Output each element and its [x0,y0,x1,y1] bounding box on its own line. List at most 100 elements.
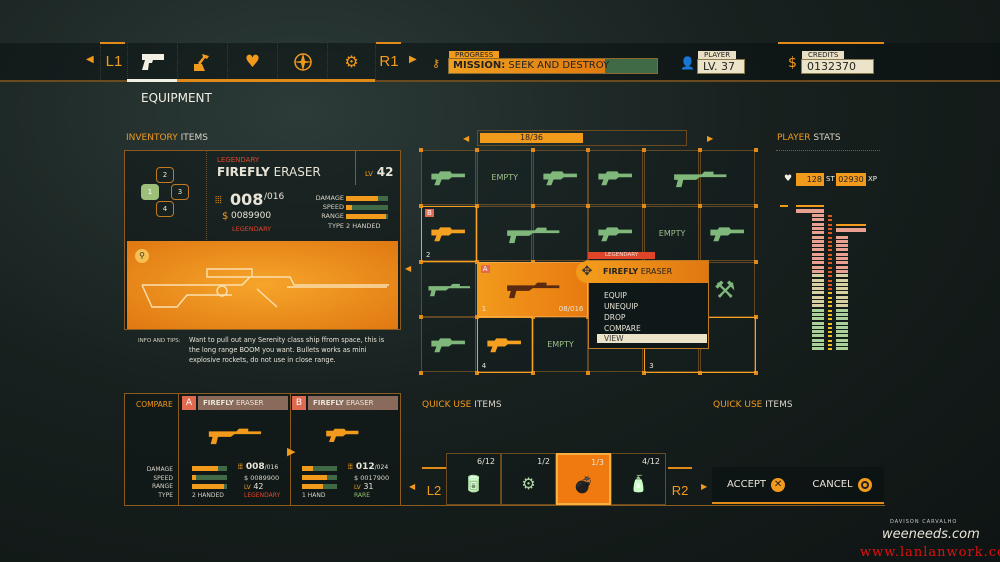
mission-text: MISSION: SEEK AND DESTROY [453,60,609,71]
quick-prev-icon[interactable]: ◀ [409,482,416,491]
item-rarity-2: LEGENDARY [232,225,272,233]
meter-bar [836,228,866,232]
grid-corner [753,148,758,152]
tab-crafting[interactable] [177,43,227,80]
meter-bar [812,317,824,321]
meter-indicator [828,223,832,226]
nav-left-arrow-icon[interactable]: ◀ [86,54,94,65]
quick-slot[interactable]: 4/12🧴 [611,453,666,505]
grid-cell[interactable] [476,150,532,205]
meter-bar [836,287,848,291]
meter-bar [812,325,824,329]
tab-underline [127,79,375,82]
quick-slot[interactable]: 1/2⚙ [501,453,556,505]
menu-item-view[interactable]: VIEW [597,334,707,343]
l1-accent [100,42,125,44]
compare-level: LV 42 [244,482,264,491]
quick-slot[interactable]: 1/3💣 [556,453,611,505]
carbine-icon [428,284,471,297]
zoom-icon[interactable]: ⚲ [135,249,149,263]
top-bar-divider [0,80,1000,82]
nav-right-arrow-icon[interactable]: ▶ [409,54,417,65]
meter-bar [836,300,848,303]
meter-bar [836,274,848,278]
compare-stat-bar [192,466,227,471]
slot-2[interactable]: 2 [156,167,174,183]
grid-cell[interactable] [588,205,644,261]
grid-cell[interactable] [532,205,588,261]
r2-button[interactable]: R2 [668,467,692,505]
menu-item-equip[interactable]: EQUIP [604,291,627,300]
slot-4[interactable]: 4 [156,201,174,217]
divider [355,150,356,185]
grid-corner [530,148,535,152]
quick-use-title-b: ITEMS [474,400,502,410]
compare-name-b: ERASER [236,399,264,407]
grid-next-page-icon[interactable]: ▶ [707,134,714,143]
grid-empty-slot[interactable]: EMPTY [658,228,686,238]
grid-item[interactable] [588,206,644,262]
grid-cell[interactable] [700,317,755,373]
grid-item[interactable] [644,150,756,206]
stat-bar [346,196,388,201]
grid-item[interactable] [421,150,477,206]
r1-button[interactable]: R1 [375,43,402,80]
grid-item[interactable] [588,150,644,206]
grid-cell[interactable] [700,261,755,317]
grid-corner [474,371,479,376]
tab-settings[interactable]: ⚙ [327,43,375,80]
meter-bar [812,330,824,334]
player-label: PLAYER [698,51,737,59]
type-value: 2 HANDED [346,222,381,230]
l2-button[interactable]: L2 [422,467,446,505]
tab-map[interactable] [277,43,327,80]
compare-type: 1 HAND [302,492,326,499]
compare-level: LV 31 [354,482,374,491]
meter-indicator [828,344,832,346]
grid-prev-page-icon[interactable]: ◀ [463,134,470,143]
grid-item[interactable] [477,206,589,262]
cross-button-icon: ✕ [771,477,786,492]
slot-3[interactable]: 3 [171,184,189,200]
grid-item[interactable]: 4 [476,317,533,374]
cancel-button[interactable]: CANCEL [800,467,884,504]
grid-item[interactable] [421,317,477,373]
grid-empty-slot[interactable]: EMPTY [547,340,574,350]
quick-slot[interactable]: 6/12🥫 [446,453,501,505]
hammer-item-icon[interactable]: ⚒ [714,275,736,304]
grid-left-icon[interactable]: ◀ [405,264,412,273]
compare-badge: B [292,396,306,410]
tab-health[interactable]: ♥ [227,43,277,80]
credits-accent [778,42,884,44]
lv-label: LV [244,484,251,491]
meter-bar [836,265,848,269]
grid-item[interactable] [700,206,756,262]
tab-weapons[interactable] [127,43,177,80]
quick-next-icon[interactable]: ▶ [701,482,708,491]
meter-bar [812,226,824,230]
grid-cell[interactable] [644,205,700,261]
grid-cell[interactable] [700,150,755,205]
menu-item-drop[interactable]: DROP [604,313,626,322]
compare-label: DAMAGE [146,466,173,473]
menu-item-compare[interactable]: COMPARE [604,324,641,333]
grid-item[interactable] [421,262,477,318]
menu-item-unequip[interactable]: UNEQUIP [604,302,638,311]
grid-corner [698,203,702,208]
xp-value: 02930 [836,173,866,186]
accept-button[interactable]: ACCEPT ✕ [712,467,800,504]
meter-bar [812,287,824,291]
l1-button[interactable]: L1 [100,43,127,80]
compare-label: RANGE [152,483,173,490]
slot-1[interactable]: 1 [141,184,159,200]
grid-item[interactable] [533,150,589,206]
grid-empty-slot[interactable]: EMPTY [491,173,518,182]
compare-badge: A [182,396,196,410]
compare-stat-fill [192,475,197,480]
smg-icon [431,171,465,186]
meter-bar [836,338,848,342]
grid-cell[interactable] [532,317,588,373]
